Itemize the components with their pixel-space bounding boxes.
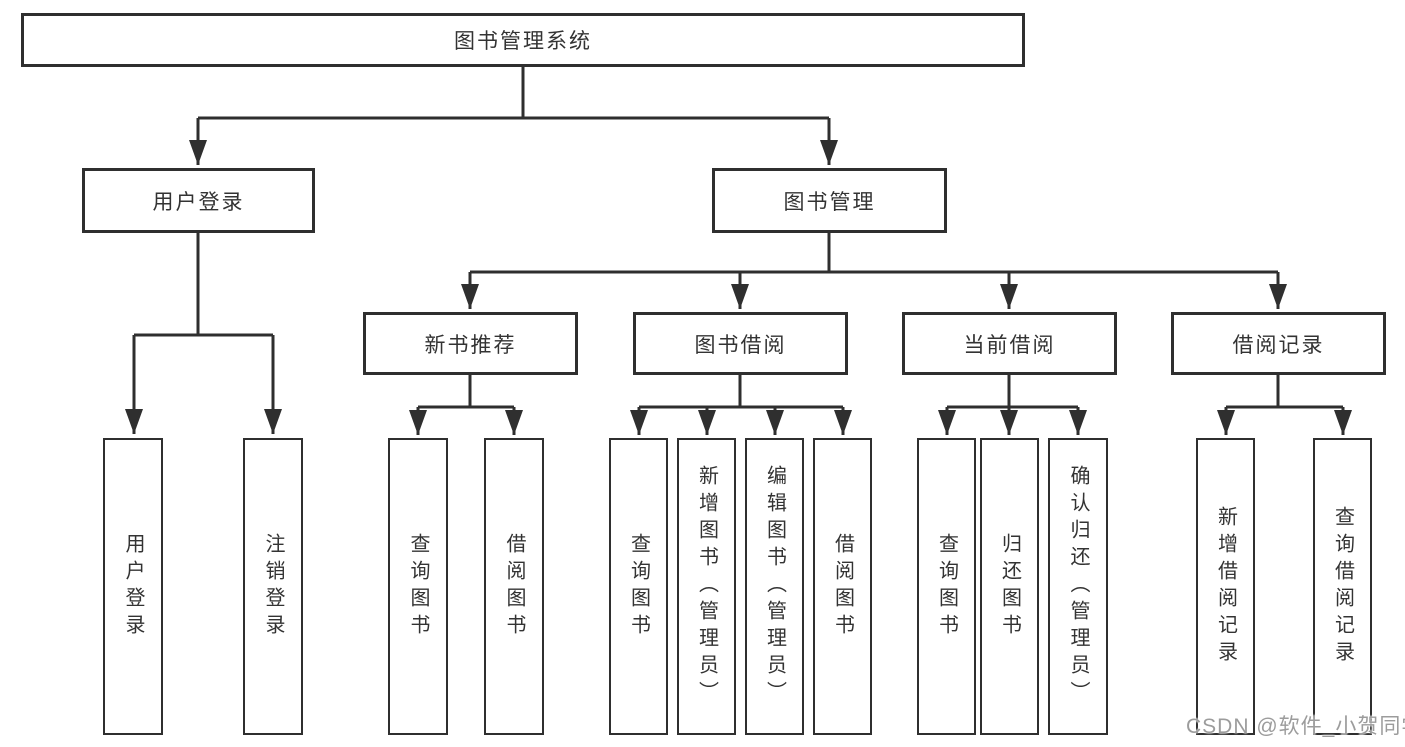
node-current-borrow: 当前借阅 [902, 312, 1117, 375]
leaf-add-borrow-record: 新增借阅记录 [1196, 438, 1255, 735]
leaf-label: 注销登录 [262, 532, 284, 641]
node-book-borrow: 图书借阅 [633, 312, 848, 375]
leaf-label: 查询图书 [627, 532, 650, 641]
node-borrow-records: 借阅记录 [1171, 312, 1386, 375]
node-user-login: 用户登录 [82, 168, 315, 233]
leaf-edit-books-admin: 编辑图书（管理员） [745, 438, 804, 735]
leaf-user-login: 用户登录 [103, 438, 163, 735]
leaf-query-books-current: 查询图书 [917, 438, 976, 735]
leaf-label: 借阅图书 [831, 532, 854, 641]
csdn-watermark: CSDN @软件_小贺同学 [1186, 715, 1405, 738]
leaf-query-borrow-record: 查询借阅记录 [1313, 438, 1372, 735]
node-book-management: 图书管理 [712, 168, 947, 233]
leaf-label: 新增图书（管理员） [695, 465, 718, 708]
node-new-book-recommend: 新书推荐 [363, 312, 578, 375]
leaf-confirm-return-admin: 确认归还（管理员） [1048, 438, 1108, 735]
leaf-borrow-books: 借阅图书 [813, 438, 872, 735]
leaf-label: 查询借阅记录 [1331, 505, 1354, 668]
leaf-label: 归还图书 [998, 532, 1021, 641]
leaf-label: 确认归还（管理员） [1067, 465, 1089, 708]
leaf-add-books-admin: 新增图书（管理员） [677, 438, 736, 735]
leaf-query-books-borrow: 查询图书 [609, 438, 668, 735]
leaf-borrow-books-recommend: 借阅图书 [484, 438, 544, 735]
leaf-return-books: 归还图书 [980, 438, 1039, 735]
leaf-label: 查询图书 [407, 532, 429, 641]
leaf-label: 新增借阅记录 [1214, 505, 1237, 668]
node-library-system: 图书管理系统 [21, 13, 1025, 67]
leaf-label: 用户登录 [122, 532, 144, 641]
leaf-label: 编辑图书（管理员） [763, 465, 786, 708]
leaf-label: 查询图书 [935, 532, 958, 641]
leaf-logout: 注销登录 [243, 438, 303, 735]
leaf-query-books-recommend: 查询图书 [388, 438, 448, 735]
leaf-label: 借阅图书 [503, 532, 525, 641]
